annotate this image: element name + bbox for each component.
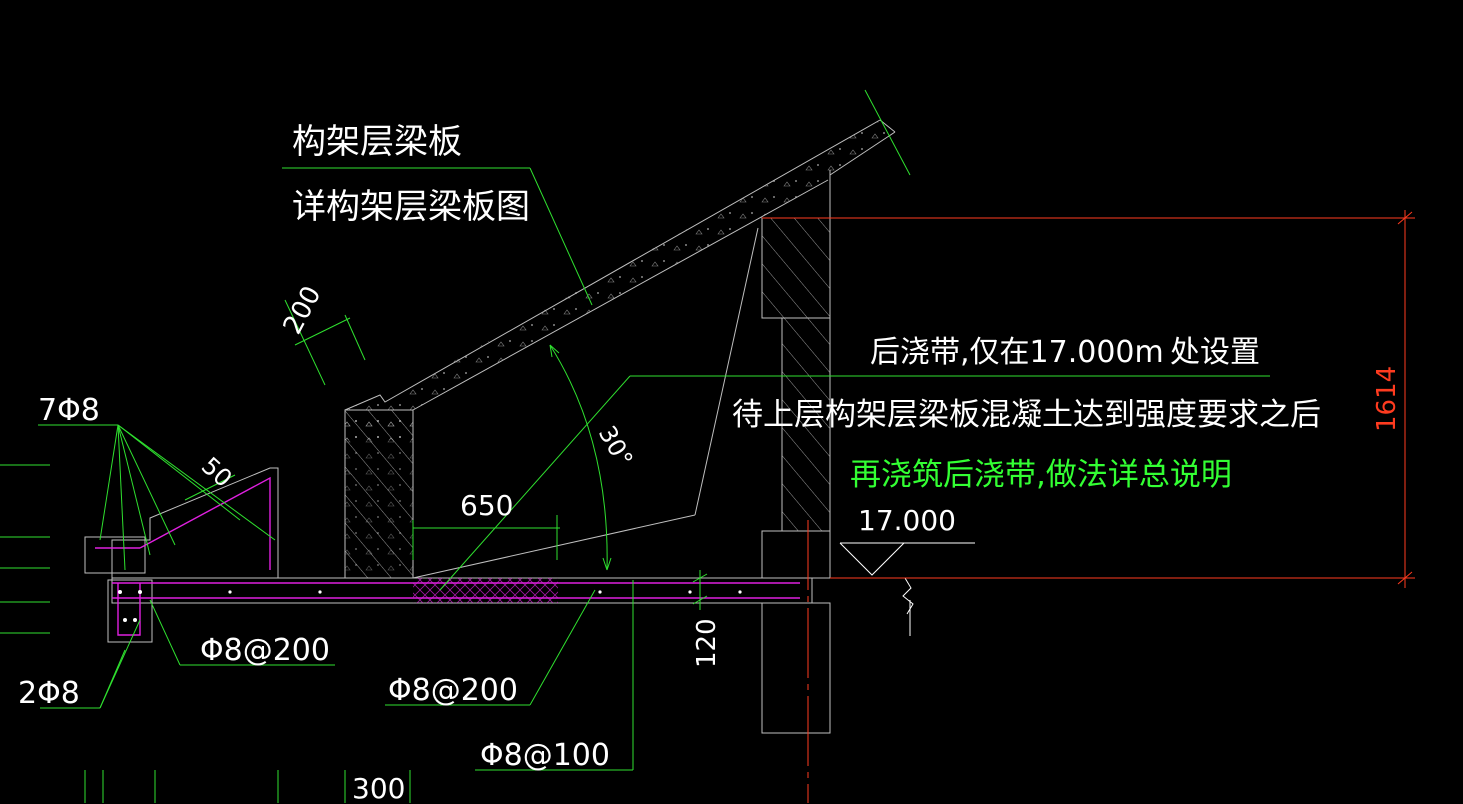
dimension-650-label: 650 <box>460 489 513 522</box>
wait-note: 待上层构架层梁板混凝土达到强度要求之后 <box>732 397 1321 433</box>
break-line-top <box>864 89 911 176</box>
frame-slab-reference: 详构架层梁板图 <box>292 187 530 227</box>
frame-slab-title: 构架层梁板 <box>292 122 462 162</box>
rebar-phi8-200-lower-label: Φ8@200 <box>388 673 518 708</box>
inner-cavity <box>412 227 759 579</box>
bottom-ticks <box>84 770 411 803</box>
dimension-200 <box>284 299 366 386</box>
pour-note: 再浇筑后浇带,做法详总说明 <box>850 457 1232 493</box>
rebar-2phi8-label: 2Φ8 <box>18 676 80 711</box>
right-column <box>761 170 831 532</box>
rebar-dots <box>118 590 742 622</box>
rebar-phi8-200-upper-label: Φ8@200 <box>200 633 330 668</box>
elevation-label: 17.000 <box>858 504 956 537</box>
leader-lines <box>38 167 1270 771</box>
left-wall <box>344 409 414 579</box>
left-parapet <box>84 467 279 643</box>
rebar-phi8-100-label: Φ8@100 <box>480 738 610 773</box>
floor-slab <box>111 577 920 636</box>
sloped-roof-slab <box>344 119 896 440</box>
dimension-650 <box>412 515 560 560</box>
rebar-7phi8-label: 7Φ8 <box>38 393 100 428</box>
angle-30-label: 30° <box>593 421 639 472</box>
dimension-50 <box>184 474 236 501</box>
post-pour-band-label: 后浇带,仅在17.000m <box>870 335 1164 370</box>
elevation-symbol <box>839 542 975 576</box>
dimension-1614-label: 1614 <box>1372 366 1402 432</box>
lower-column <box>761 520 831 803</box>
dimension-120 <box>692 570 708 610</box>
dimension-120-label: 120 <box>692 618 722 668</box>
left-edge-lines <box>0 464 50 634</box>
angle-arc <box>549 344 612 571</box>
rebars <box>95 476 800 636</box>
dimension-1614 <box>762 210 1415 588</box>
dimension-300-label: 300 <box>352 772 405 804</box>
post-pour-location-label: 处设置 <box>1170 335 1260 370</box>
dimension-200-label: 200 <box>278 281 328 339</box>
